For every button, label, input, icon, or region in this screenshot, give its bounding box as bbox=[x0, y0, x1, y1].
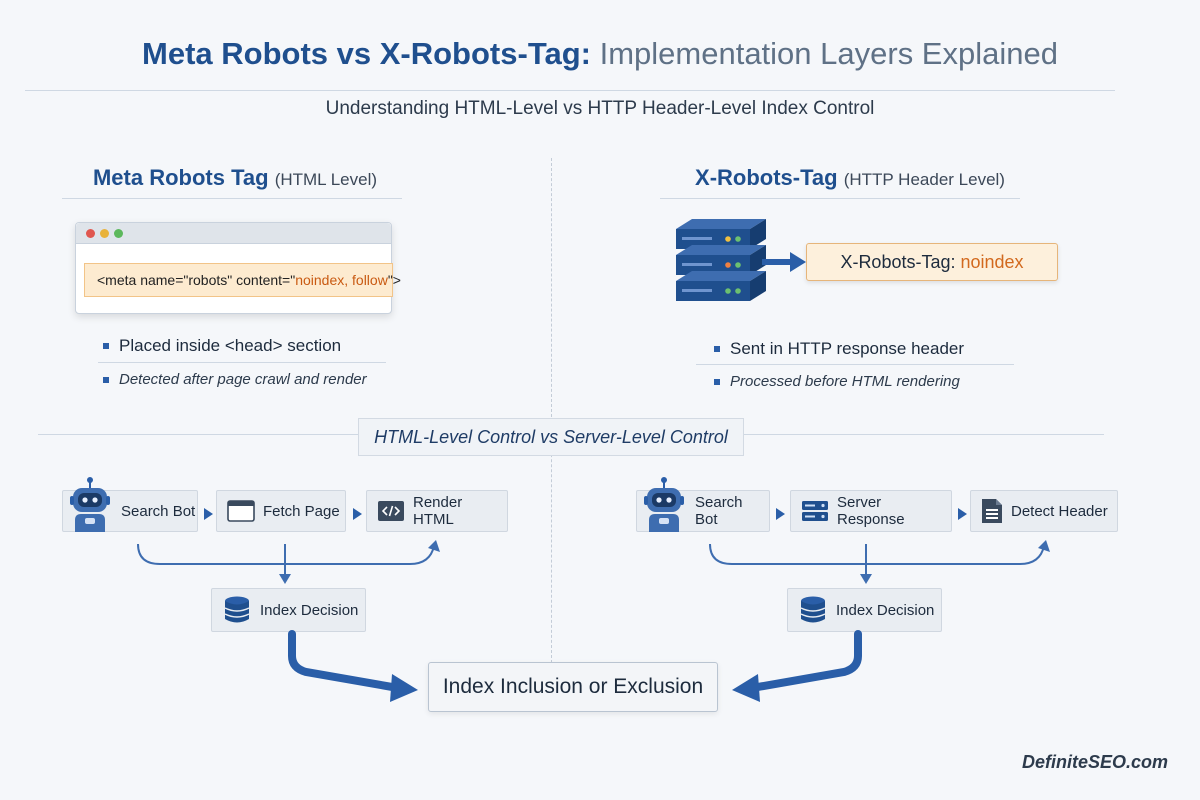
left-bullet-1: Placed inside <head> section bbox=[103, 336, 341, 356]
code-prefix: <meta name="robots" content=" bbox=[97, 272, 296, 288]
browser-window-icon bbox=[227, 500, 255, 522]
title-strong: Meta Robots vs X-Robots-Tag: bbox=[142, 36, 591, 71]
brand-watermark: DefiniteSEO.com bbox=[1021, 752, 1168, 772]
final-arrows bbox=[288, 630, 862, 702]
header-label: X-Robots-Tag: bbox=[840, 251, 956, 272]
bullet-square-icon bbox=[103, 376, 109, 383]
left-bullet-2: Detected after page crawl and render bbox=[103, 371, 367, 388]
right-bullet-2-text: Processed before HTML rendering bbox=[730, 373, 960, 390]
left-loop-connector bbox=[137, 540, 440, 584]
meta-robots-code: <meta name="robots" content="noindex, fo… bbox=[84, 263, 401, 297]
close-dot-icon bbox=[86, 229, 95, 238]
browser-titlebar bbox=[76, 223, 391, 244]
right-bullet-1: Sent in HTTP response header bbox=[714, 339, 964, 359]
left-flow-render-html: Render HTML bbox=[366, 490, 508, 532]
header-value: noindex bbox=[960, 251, 1024, 272]
document-icon bbox=[981, 498, 1003, 524]
right-heading-main: X-Robots-Tag bbox=[695, 165, 838, 190]
flow-arrow-icon bbox=[353, 508, 362, 520]
left-heading-sub: (HTML Level) bbox=[274, 170, 378, 189]
server-stack-icon bbox=[676, 219, 766, 301]
right-bullet-1-text: Sent in HTTP response header bbox=[730, 339, 965, 358]
right-loop-connector bbox=[709, 540, 1050, 584]
page-title: Meta Robots vs X-Robots-Tag: Implementat… bbox=[0, 34, 1200, 74]
x-robots-header-box: X-Robots-Tag: noindex bbox=[806, 243, 1058, 281]
database-icon bbox=[798, 595, 828, 625]
flow-arrow-icon bbox=[204, 508, 213, 520]
control-comparison-band: HTML-Level Control vs Server-Level Contr… bbox=[358, 418, 744, 456]
right-index-decision-label: Index Decision bbox=[836, 601, 935, 619]
robot-icon bbox=[641, 477, 687, 532]
flow-arrow-icon bbox=[958, 508, 967, 520]
code-tag-icon bbox=[377, 500, 405, 522]
title-rule bbox=[25, 90, 1115, 91]
right-bullet-rule bbox=[696, 364, 1014, 365]
browser-mockup: <meta name="robots" content="noindex, fo… bbox=[75, 222, 401, 314]
left-heading-main: Meta Robots Tag bbox=[92, 165, 269, 190]
robot-icon bbox=[67, 477, 113, 532]
server-to-header-arrow bbox=[762, 252, 806, 272]
maximize-dot-icon bbox=[114, 229, 123, 238]
right-index-decision: Index Decision bbox=[787, 588, 942, 632]
band-rule-left bbox=[38, 434, 360, 435]
right-flow-detect-header-label: Detect Header bbox=[1011, 502, 1108, 520]
right-flow-detect-header: Detect Header bbox=[970, 490, 1118, 532]
left-flow-render-html-label: Render HTML bbox=[413, 494, 463, 528]
right-flow-search-bot: Search Bot bbox=[636, 477, 770, 532]
title-light: Implementation Layers Explained bbox=[599, 36, 1058, 71]
code-suffix: "> bbox=[387, 272, 401, 288]
left-heading-rule bbox=[62, 198, 402, 199]
left-flow-search-bot: Search Bot bbox=[62, 477, 198, 532]
right-flow-server-response-label: Server Response bbox=[837, 494, 905, 528]
left-flow-fetch-page: Fetch Page bbox=[216, 490, 346, 532]
right-flow-search-bot-label: Search Bot bbox=[695, 494, 743, 528]
left-bullet-rule bbox=[98, 362, 386, 363]
server-icon bbox=[801, 500, 829, 522]
minimize-dot-icon bbox=[100, 229, 109, 238]
index-outcome-box: Index Inclusion or Exclusion bbox=[428, 662, 718, 712]
left-bullet-1-text: Placed inside <head> section bbox=[119, 336, 342, 355]
left-index-decision: Index Decision bbox=[211, 588, 366, 632]
right-bullet-2: Processed before HTML rendering bbox=[714, 373, 960, 390]
right-heading-rule bbox=[660, 198, 1020, 199]
right-heading: X-Robots-Tag (HTTP Header Level) bbox=[670, 165, 1030, 191]
bullet-square-icon bbox=[103, 343, 109, 349]
left-bullet-2-text: Detected after page crawl and render bbox=[119, 371, 367, 388]
left-flow-fetch-page-label: Fetch Page bbox=[263, 502, 340, 520]
subtitle: Understanding HTML-Level vs HTTP Header-… bbox=[325, 98, 875, 119]
flow-arrow-icon bbox=[776, 508, 785, 520]
bullet-square-icon bbox=[714, 378, 720, 385]
left-flow-search-bot-label: Search Bot bbox=[121, 502, 196, 520]
right-heading-sub: (HTTP Header Level) bbox=[843, 170, 1005, 189]
right-flow-server-response: Server Response bbox=[790, 490, 952, 532]
center-divider bbox=[551, 158, 552, 663]
left-heading: Meta Robots Tag (HTML Level) bbox=[50, 165, 420, 191]
code-value: noindex, follow bbox=[295, 272, 388, 288]
left-index-decision-label: Index Decision bbox=[260, 601, 359, 619]
band-rule-right bbox=[742, 434, 1104, 435]
bullet-square-icon bbox=[714, 346, 720, 352]
database-icon bbox=[222, 595, 252, 625]
